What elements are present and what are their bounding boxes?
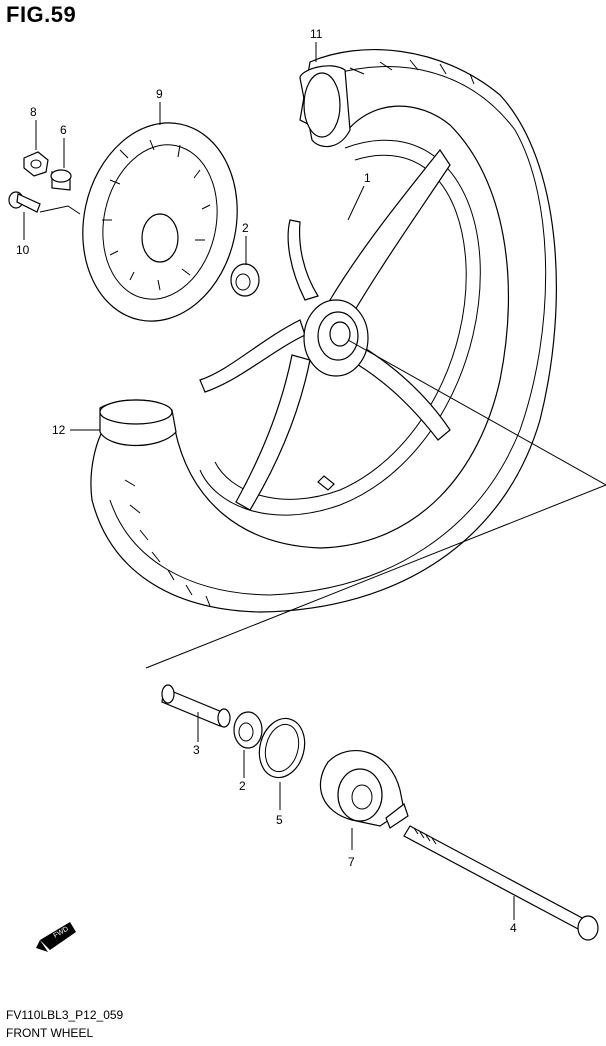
collar (50, 169, 72, 191)
callout-8: 8 (30, 105, 37, 119)
callout-4: 4 (510, 921, 517, 935)
callout-5: 5 (276, 813, 283, 827)
front-axle (403, 825, 599, 941)
callout-6: 6 (60, 123, 67, 137)
callout-12: 12 (52, 423, 66, 437)
callout-11: 11 (310, 27, 323, 41)
spacer (161, 684, 231, 728)
diagram-caption: FRONT WHEEL (6, 1026, 94, 1040)
bearing-lower (233, 711, 263, 749)
callout-9: 9 (156, 87, 163, 101)
nut (23, 151, 49, 177)
rim (199, 139, 481, 516)
speedometer-gearbox (319, 749, 409, 829)
figure-title: FIG.59 (6, 2, 77, 27)
bearing-upper (230, 263, 260, 297)
callout-7: 7 (348, 855, 355, 869)
tire (90, 49, 557, 613)
callout-3: 3 (193, 743, 200, 757)
callout-1: 1 (364, 171, 371, 185)
diagram-code: FV110LBL3_P12_059 (6, 1008, 124, 1022)
fwd-arrow-icon (36, 922, 76, 952)
callout-2-upper: 2 (242, 221, 249, 235)
callout-2-lower: 2 (239, 779, 246, 793)
callout-10: 10 (16, 243, 30, 257)
brake-disc (82, 122, 238, 322)
disc-bolt (8, 191, 81, 215)
oil-seal (258, 717, 306, 779)
